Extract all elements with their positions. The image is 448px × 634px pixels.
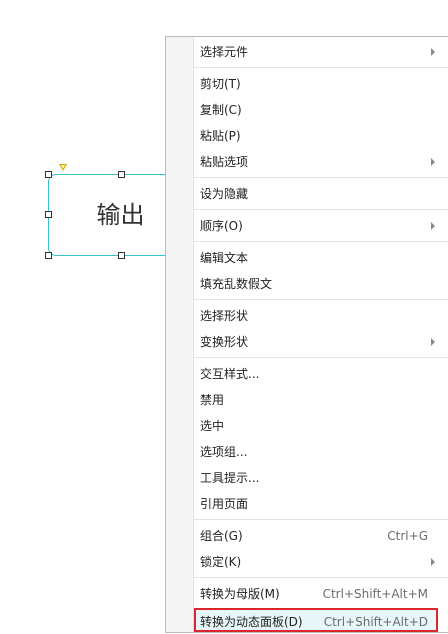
- menu-item[interactable]: 复制(C): [166, 98, 448, 122]
- menu-item[interactable]: 锁定(K): [166, 550, 448, 574]
- menu-item[interactable]: 引用页面: [166, 492, 448, 516]
- menu-item-label: 变换形状: [200, 335, 249, 349]
- submenu-arrow-icon: [431, 158, 435, 166]
- resize-handle-top-middle[interactable]: [118, 171, 125, 178]
- menu-item-shortcut: Ctrl+Shift+Alt+D: [323, 615, 428, 629]
- shape-output-label: 输出: [96, 201, 145, 229]
- menu-item[interactable]: 编辑文本: [166, 246, 448, 270]
- menu-item-label: 粘贴(P): [200, 129, 241, 143]
- menu-item-label: 组合(G): [200, 529, 243, 543]
- menu-item[interactable]: 组合(G) Ctrl+G: [166, 524, 448, 548]
- submenu-arrow-icon: [431, 48, 435, 56]
- menu-item-label: 顺序(O): [200, 219, 243, 233]
- menu-item-label: 选择形状: [200, 309, 249, 323]
- menu-item-shortcut: Ctrl+Shift+Alt+M: [322, 587, 428, 601]
- menu-item-label: 编辑文本: [200, 251, 249, 265]
- menu-item-label: 工具提示...: [200, 471, 260, 485]
- menu-item-label: 引用页面: [200, 497, 249, 511]
- menu-item-label: 交互样式...: [200, 367, 260, 381]
- menu-item[interactable]: 选择元件: [166, 40, 448, 64]
- menu-item-label: 选项组...: [200, 445, 248, 459]
- menu-item-label: 剪切(T): [200, 77, 241, 91]
- menu-item-label: 填充乱数假文: [200, 277, 273, 291]
- menu-item[interactable]: 转换为母版(M) Ctrl+Shift+Alt+M: [166, 582, 448, 606]
- menu-item-label: 粘贴选项: [200, 155, 249, 169]
- menu-separator: [194, 519, 448, 520]
- menu-separator: [194, 209, 448, 210]
- menu-item[interactable]: 设为隐藏: [166, 182, 448, 206]
- menu-item[interactable]: 交互样式...: [166, 362, 448, 386]
- menu-item[interactable]: 选项组...: [166, 440, 448, 464]
- menu-item[interactable]: 工具提示...: [166, 466, 448, 490]
- context-menu: 选择元件剪切(T) 复制(C) 粘贴(P) 粘贴选项设为隐藏顺序(O) 编辑文本填充乱数…: [165, 36, 448, 633]
- menu-item-label: 转换为动态面板(D): [200, 615, 303, 629]
- resize-handle-bottom-left[interactable]: [45, 252, 52, 259]
- menu-separator: [194, 177, 448, 178]
- menu-item-label: 转换为母版(M): [200, 587, 280, 601]
- submenu-arrow-icon: [431, 222, 435, 230]
- menu-item[interactable]: 粘贴选项: [166, 150, 448, 174]
- menu-item[interactable]: 禁用: [166, 388, 448, 412]
- menu-icon-gutter: [166, 37, 194, 632]
- corner-radius-handle-icon[interactable]: [59, 164, 67, 171]
- menu-item-label: 复制(C): [200, 103, 242, 117]
- menu-item[interactable]: 填充乱数假文: [166, 272, 448, 296]
- menu-item-label: 禁用: [200, 393, 225, 407]
- resize-handle-bottom-middle[interactable]: [118, 252, 125, 259]
- menu-separator: [194, 577, 448, 578]
- submenu-arrow-icon: [431, 338, 435, 346]
- menu-item-label: 选择元件: [200, 45, 249, 59]
- menu-item-label: 选中: [200, 419, 225, 433]
- menu-item-shortcut: Ctrl+G: [387, 529, 428, 543]
- menu-item-label: 设为隐藏: [200, 187, 249, 201]
- menu-item-label: 锁定(K): [200, 555, 242, 569]
- menu-separator: [194, 357, 448, 358]
- menu-separator: [194, 67, 448, 68]
- menu-item[interactable]: 顺序(O): [166, 214, 448, 238]
- menu-item[interactable]: 剪切(T): [166, 72, 448, 96]
- resize-handle-middle-left[interactable]: [45, 211, 52, 218]
- menu-item[interactable]: 选择形状: [166, 304, 448, 328]
- menu-item[interactable]: 粘贴(P): [166, 124, 448, 148]
- menu-item[interactable]: 转换为动态面板(D) Ctrl+Shift+Alt+D: [194, 608, 438, 632]
- menu-item[interactable]: 选中: [166, 414, 448, 438]
- resize-handle-top-left[interactable]: [45, 171, 52, 178]
- menu-separator: [194, 299, 448, 300]
- menu-separator: [194, 241, 448, 242]
- menu-item[interactable]: 变换形状: [166, 330, 448, 354]
- submenu-arrow-icon: [431, 558, 435, 566]
